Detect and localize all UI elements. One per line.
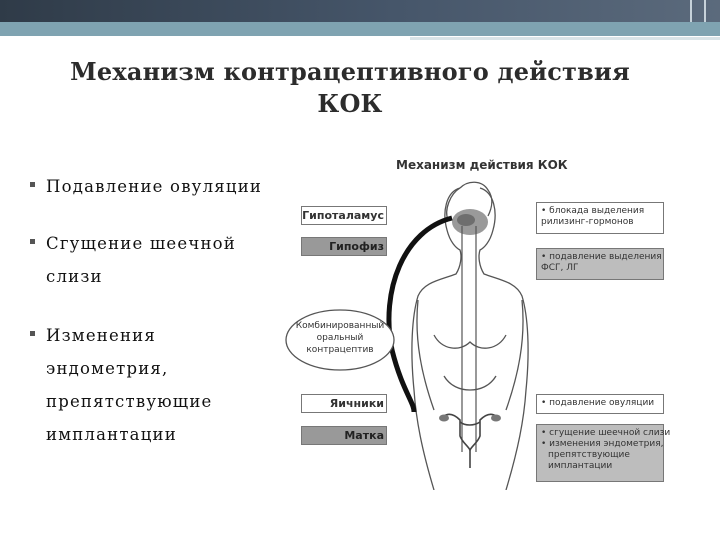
organ-ovaries: Яичники xyxy=(301,394,387,413)
bullet-cervical-mucus: Сгущение шеечной слизи xyxy=(30,227,280,293)
organ-hypothalamus: Гипоталамус xyxy=(301,206,387,225)
effect-text: ФСГ, ЛГ xyxy=(541,263,579,273)
bullet-text: эндометрия, xyxy=(46,359,169,378)
top-decor-band xyxy=(0,22,720,36)
organ-uterus: Матка xyxy=(301,426,387,445)
effect-text: имплантации xyxy=(548,461,613,471)
coc-ellipse xyxy=(285,309,395,371)
effect-text: • блокада выделения xyxy=(541,206,645,216)
effect-text: • подавление выделения xyxy=(541,252,662,262)
effect-text: препятствующие xyxy=(548,450,630,460)
effect-text: • подавление овуляции xyxy=(541,398,655,408)
body-outline xyxy=(411,181,529,490)
bullet-text: имплантации xyxy=(46,425,177,444)
diagram-graphics xyxy=(285,181,529,490)
bullet-text: Подавление овуляции xyxy=(46,177,263,196)
bullet-endometrium: Изменения эндометрия, препятствующие имп… xyxy=(30,319,280,451)
effect-text: • сгущение шеечной слизи xyxy=(541,428,671,438)
coc-label: Комбинированный оральный контрацептив xyxy=(288,320,392,356)
effect-text: рилизинг-гормонов xyxy=(541,217,634,227)
ovary-right xyxy=(491,414,501,422)
coc-arc xyxy=(386,215,453,413)
pituitary-shape xyxy=(457,214,475,226)
ovary-left xyxy=(439,414,449,422)
bullet-text: Изменения xyxy=(46,326,156,345)
effect-releasing-hormones: • блокада выделения рилизинг-гормонов xyxy=(536,202,664,234)
bullet-text: слизи xyxy=(46,267,103,286)
effect-text: • изменения эндометрия, xyxy=(541,439,664,449)
effect-fsh-lh: • подавление выделения ФСГ, ЛГ xyxy=(536,248,664,280)
slide-title: Механизм контрацептивного действия КОК xyxy=(20,56,680,120)
coc-label-line: Комбинированный xyxy=(295,321,385,331)
effect-mucus-endometrium: • сгущение шеечной слизи • изменения энд… xyxy=(536,424,671,482)
diagram-title: Механизм действия КОК xyxy=(396,158,568,172)
bullet-ovulation: Подавление овуляции xyxy=(30,170,280,203)
coc-label-line: оральный xyxy=(316,333,364,343)
organ-pituitary: Гипофиз xyxy=(301,237,387,256)
top-decor-bar xyxy=(0,0,720,22)
top-decor-line xyxy=(410,37,720,40)
title-line-1: Механизм контрацептивного действия xyxy=(70,57,630,86)
mechanism-diagram: Механизм действия КОК Гипоталамус Гипофи… xyxy=(284,150,674,490)
bullet-text: Сгущение шеечной xyxy=(46,234,236,253)
bullet-list: Подавление овуляции Сгущение шеечной сли… xyxy=(30,170,280,451)
effect-ovulation: • подавление овуляции xyxy=(536,394,664,414)
uterus-shape xyxy=(443,413,497,468)
bullet-text: препятствующие xyxy=(46,392,213,411)
title-line-2: КОК xyxy=(317,89,383,118)
coc-label-line: контрацептив xyxy=(306,345,374,355)
top-right-decor xyxy=(684,0,714,22)
